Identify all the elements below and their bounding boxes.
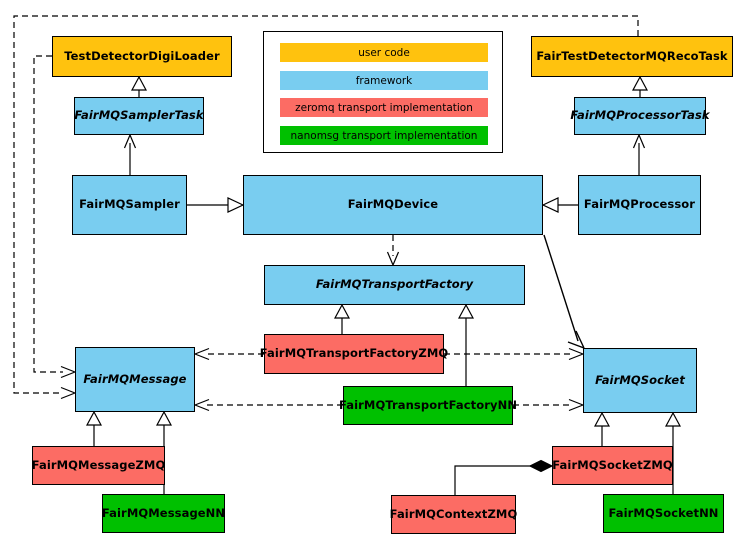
edge-factorynn-message [194,398,343,412]
edge-factoryzmq-message [194,347,264,361]
node-fair-mq-processor-task[interactable]: FairMQProcessorTask [570,97,710,135]
edge-socketzmq-socket [593,411,611,446]
node-fair-mq-socket-zmq[interactable]: FairMQSocketZMQ [552,446,673,485]
node-fair-mq-socket-nn[interactable]: FairMQSocketNN [603,494,724,533]
edge-messagezmq-message [85,410,103,446]
node-test-detector-digi-loader[interactable]: TestDetectorDigiLoader [52,36,232,77]
node-fair-mq-message[interactable]: FairMQMessage [75,347,195,412]
edge-device-transportfactory [386,235,400,266]
node-fair-mq-device[interactable]: FairMQDevice [243,175,543,235]
legend-item-nanomsg: nanomsg transport implementation [280,126,488,145]
edge-processor-processortask [632,134,646,175]
legend-panel: user code framework zeromq transport imp… [263,31,503,153]
edge-sampler-device [187,197,245,213]
node-fair-mq-processor[interactable]: FairMQProcessor [578,175,701,235]
edge-recotask-processortask [631,75,649,97]
node-fair-mq-context-zmq[interactable]: FairMQContextZMQ [390,495,517,534]
edge-processor-device [541,197,578,213]
node-fair-mq-socket[interactable]: FairMQSocket [583,348,697,413]
legend-item-user-code: user code [280,43,488,62]
edge-digiloader-message [33,55,76,379]
legend-item-framework: framework [280,71,488,90]
edge-factoryzmq-socket [444,347,584,361]
edge-factorynn-socket [513,398,584,412]
edge-factoryzmq-transportfactory [333,303,351,334]
edge-socketzmq-contextzmq [454,459,554,495]
edge-device-socket [543,234,585,349]
edge-sampler-samplertask [123,134,137,175]
node-fair-mq-sampler[interactable]: FairMQSampler [72,175,187,235]
node-fair-mq-transport-factory[interactable]: FairMQTransportFactory [264,265,525,305]
node-fair-mq-transport-factory-nn[interactable]: FairMQTransportFactoryNN [339,386,517,425]
node-fair-mq-sampler-task[interactable]: FairMQSamplerTask [74,97,204,135]
legend-item-zeromq: zeromq transport implementation [280,98,488,117]
node-fair-test-detector-mq-reco-task[interactable]: FairTestDetectorMQRecoTask [531,36,733,77]
node-fair-mq-message-nn[interactable]: FairMQMessageNN [102,494,225,533]
node-fair-mq-transport-factory-zmq[interactable]: FairMQTransportFactoryZMQ [260,334,448,374]
edge-factorynn-transportfactory [457,303,475,386]
edge-digiloader-samplertask [130,75,148,97]
node-fair-mq-message-zmq[interactable]: FairMQMessageZMQ [32,446,165,485]
